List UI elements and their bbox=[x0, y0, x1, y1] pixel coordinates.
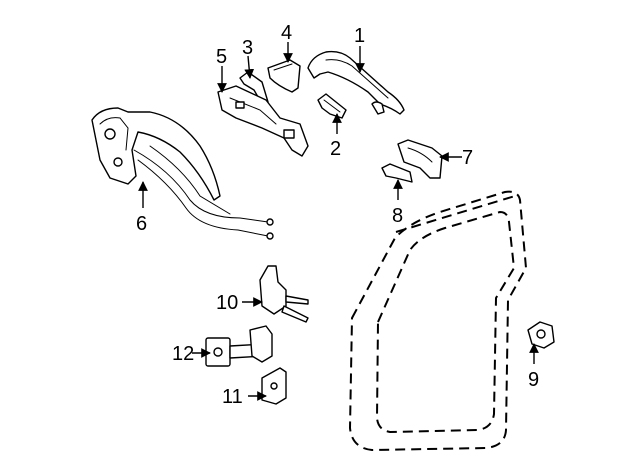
handle-bracket bbox=[317, 93, 347, 119]
outside-handle bbox=[307, 50, 405, 115]
callout-7: 7 bbox=[462, 147, 473, 169]
callout-5: 5 bbox=[216, 46, 227, 68]
callout-10: 10 bbox=[216, 292, 238, 314]
callout-12: 12 bbox=[172, 343, 194, 365]
door-shell bbox=[349, 190, 527, 451]
callout-1: 1 bbox=[354, 25, 365, 47]
callout-11: 11 bbox=[222, 386, 243, 408]
leader-lines bbox=[138, 42, 539, 401]
handle-cap bbox=[267, 59, 301, 93]
callout-9: 9 bbox=[528, 369, 539, 391]
mounting-bracket bbox=[261, 367, 287, 405]
inside-handle-bezel bbox=[381, 163, 413, 183]
handle-frame bbox=[217, 85, 309, 157]
callout-2: 2 bbox=[330, 138, 341, 160]
door-striker bbox=[527, 321, 555, 349]
door-check-strap bbox=[205, 325, 273, 367]
inside-handle bbox=[397, 139, 443, 179]
lock-actuator bbox=[259, 265, 309, 323]
callout-8: 8 bbox=[392, 205, 403, 227]
door-lock-assembly bbox=[91, 107, 274, 240]
callout-6: 6 bbox=[136, 213, 147, 235]
callout-3: 3 bbox=[242, 37, 253, 59]
callout-4: 4 bbox=[281, 22, 292, 44]
